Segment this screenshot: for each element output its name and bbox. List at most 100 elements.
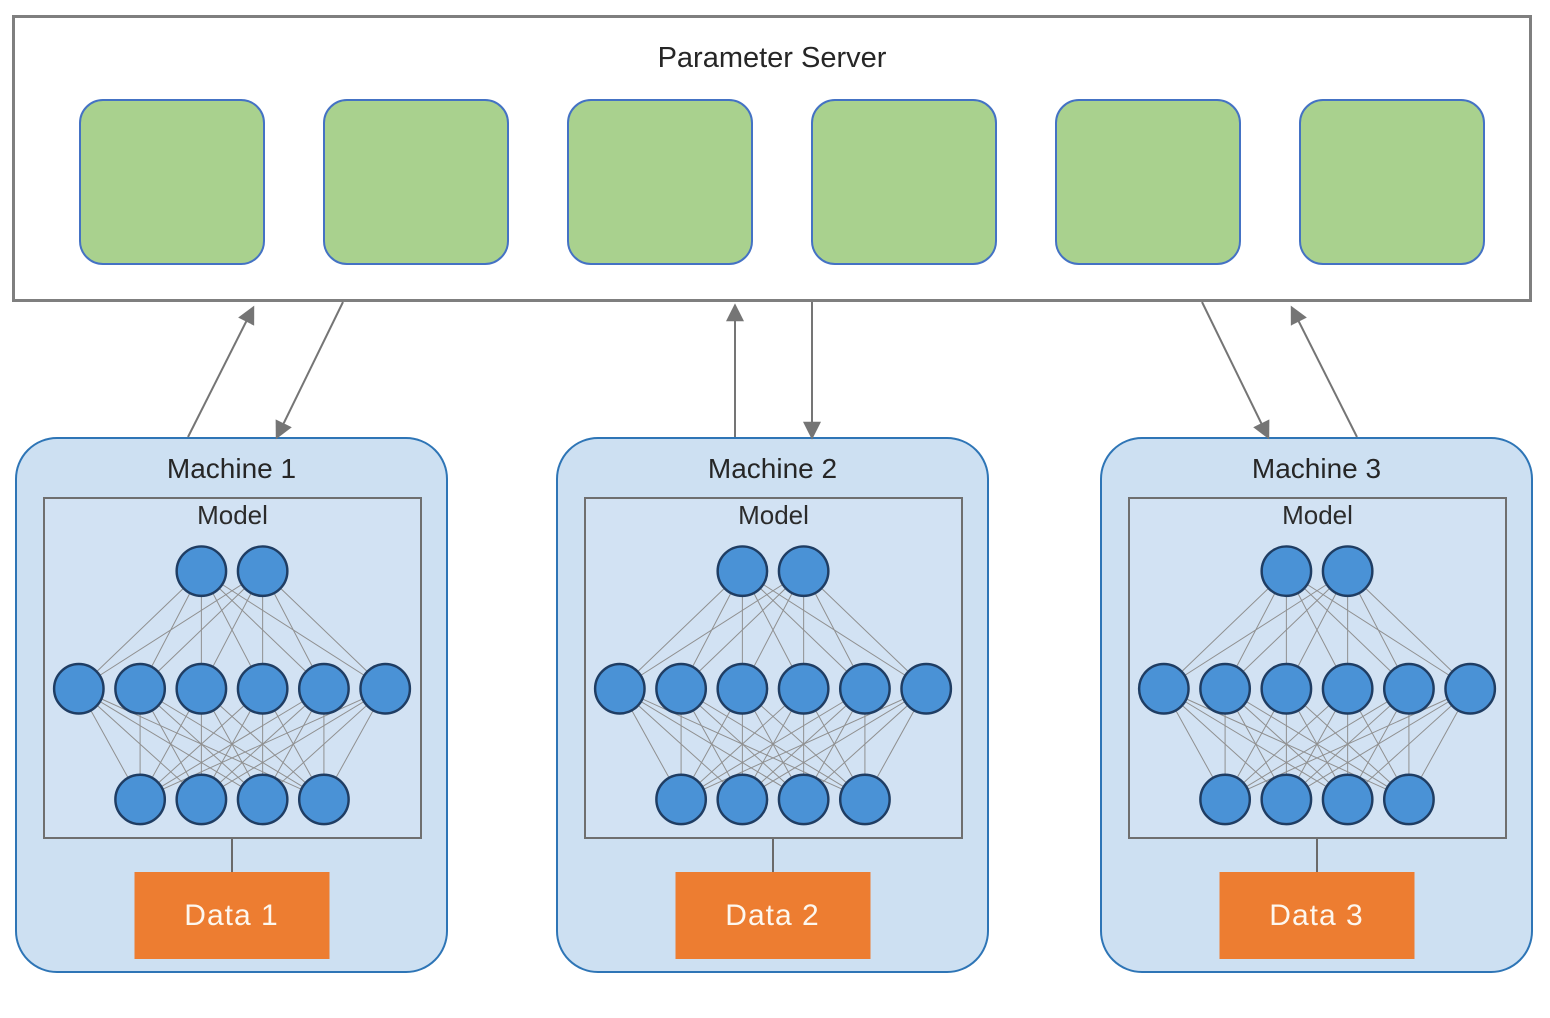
network-node — [1137, 662, 1190, 715]
parameter-server-box: Parameter Server — [12, 15, 1532, 302]
network-edge — [262, 688, 386, 800]
network-node — [716, 773, 769, 826]
machine-1-box: Machine 1 Model Data 1 — [15, 437, 448, 973]
parameter-block — [1055, 99, 1241, 265]
network-node — [175, 773, 228, 826]
model-data-connector-line — [771, 839, 774, 872]
network-node — [297, 773, 350, 826]
network-edge — [680, 570, 804, 690]
network-node — [114, 662, 167, 715]
network-node — [777, 773, 830, 826]
network-node — [1199, 662, 1252, 715]
network-edge — [1163, 570, 1348, 690]
network-edge — [1286, 688, 1471, 800]
network-node — [1382, 773, 1435, 826]
machine-2-box: Machine 2 Model Data 2 — [556, 437, 989, 973]
network-edge — [139, 688, 325, 800]
parameter-block — [79, 99, 265, 265]
network-edge — [1224, 688, 1410, 800]
network-node — [1260, 662, 1313, 715]
machine-title: Machine 3 — [1251, 453, 1382, 484]
network-edge — [1224, 688, 1348, 800]
parameter-server-title: Parameter Server — [657, 42, 887, 74]
network-edge — [803, 688, 927, 800]
network-edge — [1224, 570, 1348, 690]
data-label: Data 3 — [1269, 898, 1364, 932]
network-node — [114, 773, 167, 826]
network-edge — [1347, 688, 1471, 800]
data-label: Data 2 — [725, 898, 820, 932]
network-edge — [1163, 570, 1287, 690]
network-node — [716, 662, 769, 715]
machine-3-box: Machine 3 Model Data 3 — [1100, 437, 1533, 973]
network-node — [655, 662, 708, 715]
network-node — [236, 545, 289, 598]
arrow-machine-1-to-parameter-server — [187, 305, 255, 438]
arrow-parameter-server-to-machine-1 — [275, 301, 344, 440]
network-node — [236, 773, 289, 826]
network-edge — [619, 570, 804, 690]
data-label: Data 1 — [184, 898, 279, 932]
data-box: Data 2 — [675, 872, 870, 959]
model-data-connector-line — [230, 839, 233, 872]
model-box: Model — [1128, 497, 1507, 839]
network-edge — [742, 688, 927, 800]
network-node — [1382, 662, 1435, 715]
network-node — [1321, 662, 1374, 715]
network-node — [716, 545, 769, 598]
network-node — [359, 662, 412, 715]
arrow-parameter-server-to-machine-3 — [1201, 301, 1270, 440]
network-edge — [78, 570, 202, 690]
model-box: Model — [584, 497, 963, 839]
network-edge — [139, 688, 263, 800]
network-edge — [201, 688, 386, 800]
network-node — [1199, 773, 1252, 826]
network-node — [900, 662, 953, 715]
machine-title: Machine 2 — [707, 453, 838, 484]
network-node — [1260, 545, 1313, 598]
network-node — [175, 662, 228, 715]
data-box: Data 3 — [1219, 872, 1414, 959]
network-node — [175, 545, 228, 598]
parameter-block — [811, 99, 997, 265]
network-edge — [680, 688, 866, 800]
network-node — [1444, 662, 1497, 715]
network-node — [297, 662, 350, 715]
model-label: Model — [738, 500, 809, 530]
network-node — [777, 662, 830, 715]
network-node — [838, 773, 891, 826]
network-node — [52, 662, 105, 715]
arrow-machine-3-to-parameter-server — [1290, 305, 1358, 438]
model-data-connector-line — [1315, 839, 1318, 872]
network-edge — [680, 688, 804, 800]
network-edge — [803, 570, 927, 690]
network-edge — [1347, 570, 1471, 690]
parameter-blocks-row — [79, 99, 1485, 265]
model-label: Model — [1282, 500, 1353, 530]
network-edge — [1224, 688, 1471, 800]
network-node — [1321, 545, 1374, 598]
network-node — [1260, 773, 1313, 826]
neural-network-diagram — [593, 545, 953, 826]
network-node — [593, 662, 646, 715]
neural-network-diagram — [52, 545, 412, 826]
network-edge — [139, 570, 263, 690]
network-edge — [139, 688, 386, 800]
data-box: Data 1 — [134, 872, 329, 959]
network-node — [777, 545, 830, 598]
neural-network-diagram — [1137, 545, 1497, 826]
network-node — [236, 662, 289, 715]
network-edge — [262, 570, 386, 690]
network-edge — [680, 688, 927, 800]
machine-title: Machine 1 — [166, 453, 297, 484]
parameter-block — [567, 99, 753, 265]
network-node — [838, 662, 891, 715]
network-node — [1321, 773, 1374, 826]
network-node — [655, 773, 708, 826]
network-edge — [78, 570, 263, 690]
parameter-block — [323, 99, 509, 265]
parameter-block — [1299, 99, 1485, 265]
model-label: Model — [197, 500, 268, 530]
network-edge — [619, 570, 743, 690]
